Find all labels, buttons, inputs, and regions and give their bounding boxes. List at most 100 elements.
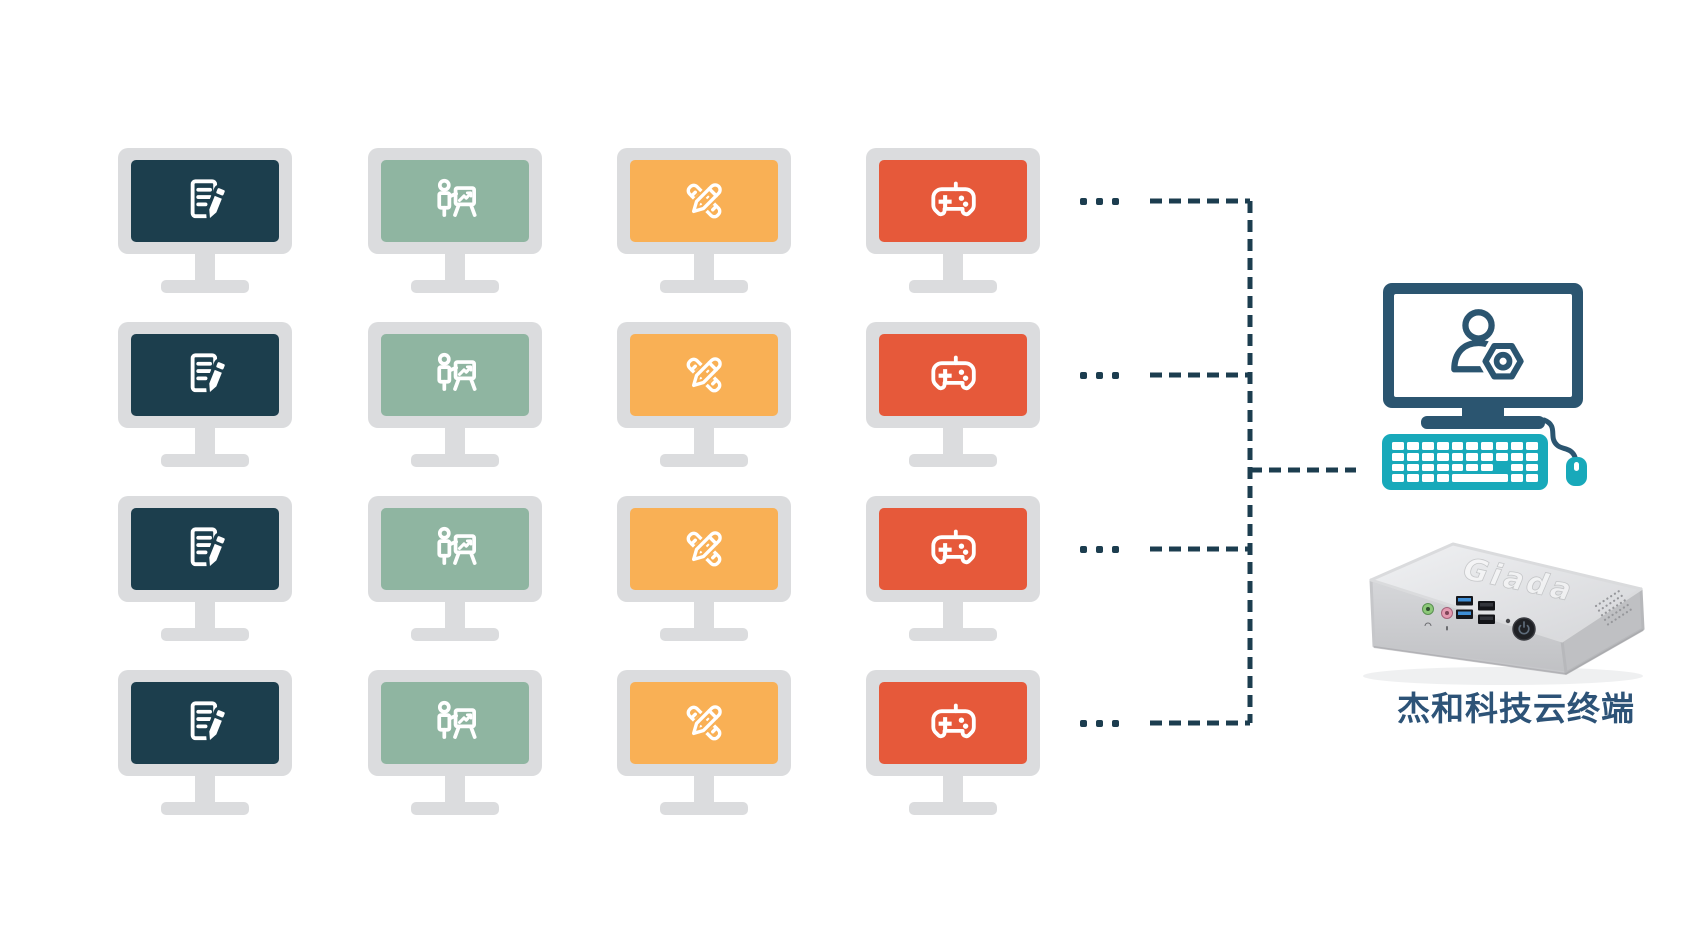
- monitor-stand-base: [411, 454, 499, 467]
- monitor-screen: [630, 334, 778, 416]
- presenter-board-icon: [437, 178, 477, 217]
- keyboard-key: [1436, 474, 1449, 482]
- design-terminal-monitor: [617, 322, 791, 467]
- device-ports: [1422, 596, 1536, 641]
- keyboard-key: [1436, 463, 1449, 472]
- monitor-bezel: [866, 322, 1040, 428]
- presentation-terminal-monitor: [368, 322, 542, 467]
- monitor-stand-base: [161, 280, 249, 293]
- monitor-stand-neck: [195, 428, 215, 454]
- keyboard-key: [1421, 442, 1434, 450]
- monitor-stand-neck: [195, 776, 215, 802]
- gaming-terminal-monitor: [866, 148, 1040, 293]
- keyboard-key: [1451, 463, 1464, 472]
- keyboard-key: [1392, 442, 1404, 450]
- document-pencil-icon: [190, 701, 229, 744]
- monitor-stand-neck: [694, 428, 714, 454]
- keyboard-key: [1392, 474, 1404, 482]
- gaming-terminal-monitor: [866, 322, 1040, 467]
- gamepad-icon: [931, 529, 976, 565]
- design-terminal-monitor: [617, 496, 791, 641]
- monitor-stand-neck: [195, 254, 215, 280]
- ruler-pencil-icon: [686, 355, 724, 393]
- monitor-screen: [879, 508, 1027, 590]
- dashed-connector-lines: [1150, 198, 1356, 726]
- keyboard-key: [1526, 442, 1538, 450]
- monitor-stand-base: [660, 454, 748, 467]
- keyboard-key: [1466, 442, 1479, 450]
- monitor-screen: [131, 508, 279, 590]
- presentation-terminal-monitor: [368, 148, 542, 293]
- keyboard-key: [1392, 452, 1404, 461]
- admin-monitor-screen: [1394, 294, 1572, 397]
- keyboard-key: [1406, 442, 1419, 450]
- keyboard-key: [1526, 452, 1538, 461]
- ellipsis-dot: [1096, 197, 1103, 205]
- monitor-bezel: [866, 496, 1040, 602]
- monitor-stand-base: [909, 628, 997, 641]
- keyboard-key: [1526, 463, 1538, 472]
- keyboard-key: [1496, 452, 1509, 461]
- monitor-stand-neck: [943, 254, 963, 280]
- monitor-stand-neck: [943, 776, 963, 802]
- ellipsis-dot: [1096, 545, 1103, 553]
- office-terminal-monitor: [118, 496, 292, 641]
- monitor-stand-base: [660, 628, 748, 641]
- monitor-stand-base: [660, 802, 748, 815]
- keyboard-key: [1511, 463, 1524, 472]
- ellipsis-dot: [1096, 719, 1103, 727]
- monitor-screen: [131, 334, 279, 416]
- monitor-screen: [630, 160, 778, 242]
- monitor-bezel: [118, 148, 292, 254]
- keyboard-key: [1481, 442, 1494, 450]
- monitor-screen: [879, 160, 1027, 242]
- presenter-board-icon: [437, 352, 477, 391]
- gaming-terminal-monitor: [866, 496, 1040, 641]
- keyboard-key: [1511, 474, 1524, 482]
- monitor-stand-base: [161, 628, 249, 641]
- monitor-stand-neck: [694, 254, 714, 280]
- mouse: [1566, 457, 1587, 486]
- monitor-screen: [879, 334, 1027, 416]
- spacebar-key: [1451, 474, 1509, 482]
- keyboard-key: [1511, 442, 1524, 450]
- gamepad-icon: [931, 703, 976, 739]
- presenter-board-icon: [437, 526, 477, 565]
- presentation-terminal-monitor: [368, 670, 542, 815]
- office-terminal-monitor: [118, 322, 292, 467]
- monitor-screen: [381, 682, 529, 764]
- keyboard-key: [1406, 474, 1419, 482]
- user-gear-icon: [1451, 308, 1526, 384]
- keyboard-key: [1392, 463, 1404, 472]
- admin-monitor-stand-base: [1421, 416, 1545, 429]
- monitor-bezel: [368, 148, 542, 254]
- keyboard-key: [1451, 442, 1464, 450]
- keyboard-key: [1436, 442, 1449, 450]
- monitor-screen: [381, 508, 529, 590]
- monitor-stand-neck: [445, 428, 465, 454]
- ellipsis-dot: [1112, 719, 1119, 727]
- device-top-face: [1369, 542, 1643, 643]
- monitor-stand-neck: [445, 602, 465, 628]
- monitor-stand-base: [660, 280, 748, 293]
- device-caption: 杰和科技云终端: [1397, 689, 1635, 728]
- monitor-bezel: [617, 670, 791, 776]
- presenter-board-icon: [437, 700, 477, 739]
- office-terminal-monitor: [118, 148, 292, 293]
- monitor-stand-base: [161, 802, 249, 815]
- keyboard-key: [1451, 452, 1464, 461]
- ellipsis-dot: [1080, 545, 1087, 553]
- gamepad-icon: [931, 355, 976, 391]
- mouse-cable: [1541, 417, 1578, 460]
- monitor-stand-neck: [943, 602, 963, 628]
- power-button: [1512, 617, 1536, 641]
- monitor-bezel: [617, 322, 791, 428]
- monitor-stand-neck: [694, 776, 714, 802]
- monitor-stand-neck: [195, 602, 215, 628]
- monitor-stand-neck: [445, 776, 465, 802]
- monitor-bezel: [368, 322, 542, 428]
- ellipsis-dot: [1112, 371, 1119, 379]
- monitor-bezel: [617, 496, 791, 602]
- monitor-screen: [131, 160, 279, 242]
- ellipsis-dot: [1112, 545, 1119, 553]
